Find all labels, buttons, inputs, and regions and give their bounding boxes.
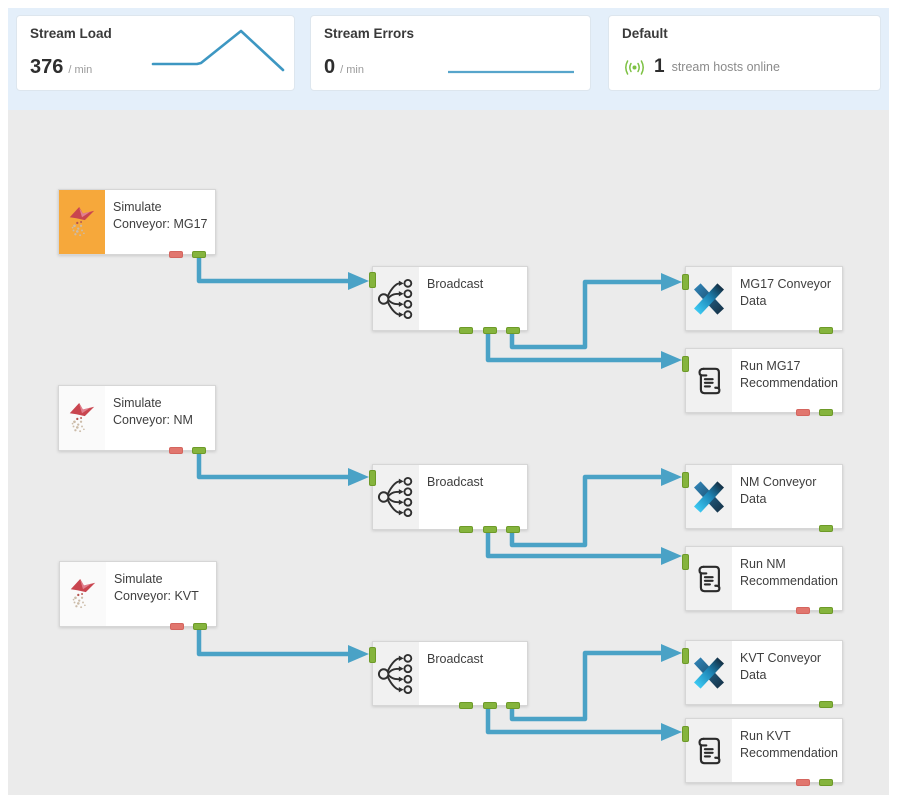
hosts-online-count: 1 [654, 56, 665, 77]
x-logo-icon [686, 267, 732, 330]
node-simulate-conveyor-mg17[interactable]: Simulate Conveyor: MG17 [58, 189, 216, 258]
output-port-error [796, 779, 810, 786]
input-port [369, 470, 376, 486]
stream-errors-value: 0 [324, 56, 336, 78]
output-port-ok [506, 702, 520, 709]
input-port [682, 472, 689, 488]
stream-load-value: 376 [30, 56, 64, 78]
node-label: Broadcast [427, 475, 484, 489]
output-port-ok [819, 327, 833, 334]
node-kvt-conveyor-data[interactable]: KVT Conveyor Data [682, 640, 843, 708]
node-label: Simulate Conveyor: MG17 [113, 200, 208, 231]
node-label: Run MG17 Recommendation [740, 359, 838, 390]
output-port-error [169, 447, 183, 454]
node-label: Simulate Conveyor: KVT [114, 572, 199, 603]
input-port [682, 648, 689, 664]
simulate-icon [59, 190, 105, 254]
script-icon [686, 547, 732, 610]
node-label: NM Conveyor Data [740, 475, 817, 506]
node-simulate-conveyor-nm[interactable]: Simulate Conveyor: NM [58, 385, 216, 454]
node-broadcast-mg17[interactable]: Broadcast [369, 266, 528, 334]
input-port [369, 647, 376, 663]
node-label: MG17 Conveyor Data [740, 277, 832, 308]
simulate-icon [60, 562, 106, 626]
stat-card-stream-errors[interactable]: Stream Errors 0 / min [310, 15, 591, 91]
stat-card-default-hosts[interactable]: Default 1 stream hosts online [608, 15, 881, 91]
output-port-ok [819, 779, 833, 786]
output-port-error [169, 251, 183, 258]
node-broadcast-nm[interactable]: Broadcast [369, 464, 528, 533]
output-port-ok [193, 623, 207, 630]
node-label: Simulate Conveyor: NM [113, 396, 193, 427]
output-port-ok [819, 701, 833, 708]
stream-errors-sparkline [448, 70, 574, 74]
x-logo-icon [686, 641, 732, 704]
output-port-ok [819, 409, 833, 416]
output-port-ok [459, 526, 473, 533]
output-port-ok [506, 327, 520, 334]
stat-card-stream-load[interactable]: Stream Load 376 / min [16, 15, 295, 91]
stream-load-unit: / min [68, 64, 93, 76]
broadcast-icon [373, 465, 419, 529]
stats-band: Stream Load 376 / min Stream Errors 0 / … [8, 8, 889, 110]
input-port [682, 554, 689, 570]
hosts-online-label: stream hosts online [671, 60, 780, 74]
node-run-nm-recommendation[interactable]: Run NM Recommendation [682, 546, 843, 614]
node-mg17-conveyor-data[interactable]: MG17 Conveyor Data [682, 266, 843, 334]
node-label: Run KVT Recommendation [740, 729, 838, 760]
node-simulate-conveyor-kvt[interactable]: Simulate Conveyor: KVT [59, 561, 217, 630]
node-nm-conveyor-data[interactable]: NM Conveyor Data [682, 464, 843, 532]
script-icon [686, 719, 732, 782]
node-run-mg17-recommendation[interactable]: Run MG17 Recommendation [682, 348, 843, 416]
stream-errors-unit: / min [340, 64, 364, 76]
simulate-icon [59, 386, 105, 450]
stream-load-sparkline [151, 29, 285, 72]
broadcast-signal-icon [625, 59, 644, 75]
input-port [682, 726, 689, 742]
card-title: Default [622, 26, 668, 41]
node-label: KVT Conveyor Data [740, 651, 822, 682]
output-port-error [796, 607, 810, 614]
output-port-error [170, 623, 184, 630]
x-logo-icon [686, 465, 732, 528]
card-title: Stream Load [30, 26, 112, 41]
node-label: Run NM Recommendation [740, 557, 838, 588]
input-port [369, 272, 376, 288]
node-label: Broadcast [427, 277, 484, 291]
output-port-ok [506, 526, 520, 533]
output-port-ok [459, 327, 473, 334]
script-icon [686, 349, 732, 412]
output-port-ok [483, 526, 497, 533]
output-port-ok [483, 702, 497, 709]
input-port [682, 274, 689, 290]
output-port-ok [819, 607, 833, 614]
output-port-ok [192, 251, 206, 258]
node-label: Broadcast [427, 652, 484, 666]
card-title: Stream Errors [324, 26, 415, 41]
broadcast-icon [373, 642, 419, 705]
output-port-error [796, 409, 810, 416]
input-port [682, 356, 689, 372]
output-port-ok [459, 702, 473, 709]
output-port-ok [192, 447, 206, 454]
output-port-ok [819, 525, 833, 532]
node-broadcast-kvt[interactable]: Broadcast [369, 641, 528, 709]
broadcast-icon [373, 267, 419, 330]
output-port-ok [483, 327, 497, 334]
node-run-kvt-recommendation[interactable]: Run KVT Recommendation [682, 718, 843, 786]
